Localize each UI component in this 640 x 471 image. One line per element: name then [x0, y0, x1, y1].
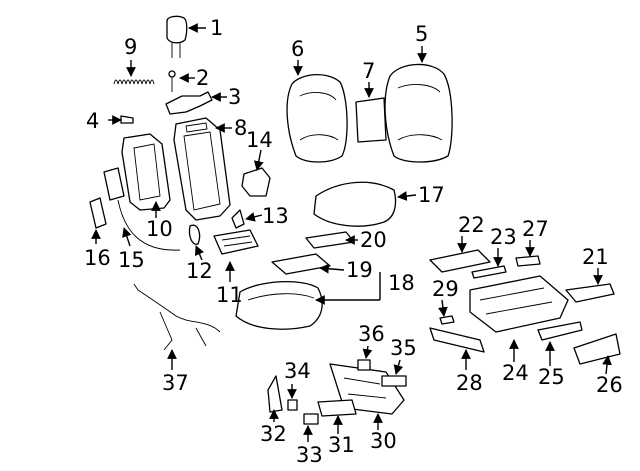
callout-27: 27 — [522, 217, 549, 241]
callout-15: 15 — [118, 248, 145, 272]
callout-31: 31 — [328, 433, 355, 457]
part-seat-frame-24 — [469, 275, 569, 333]
callout-4: 4 — [86, 109, 99, 133]
part-pad-7 — [355, 97, 387, 143]
part-clip-12 — [188, 224, 201, 245]
callout-9: 9 — [124, 35, 137, 59]
callout-16: 16 — [84, 246, 111, 270]
part-seatback-cover-5 — [384, 63, 453, 163]
callout-14: 14 — [246, 128, 273, 152]
part-seatback-frame — [173, 117, 231, 221]
part-switch-35 — [381, 375, 407, 387]
callout-3: 3 — [228, 85, 241, 109]
callout-32: 32 — [260, 422, 287, 446]
callout-23: 23 — [490, 225, 517, 249]
part-block-27 — [515, 255, 541, 267]
part-headrest — [166, 15, 188, 58]
part-switch-33 — [303, 413, 319, 425]
callout-6: 6 — [291, 37, 304, 61]
part-bolt — [168, 70, 176, 92]
part-track-22 — [429, 249, 491, 273]
callout-35: 35 — [390, 336, 417, 360]
part-pad-19 — [271, 253, 331, 275]
part-pad-15 — [103, 167, 181, 251]
part-rail-23 — [471, 265, 507, 279]
callout-labels: 1 2 3 4 5 6 7 8 9 10 11 12 13 14 15 16 1… — [84, 16, 623, 467]
callout-34: 34 — [284, 359, 311, 383]
callout-18: 18 — [388, 271, 415, 295]
part-trim-32 — [267, 375, 283, 413]
part-seatback-cover-6 — [286, 74, 348, 163]
callout-30: 30 — [370, 429, 397, 453]
callout-21: 21 — [582, 245, 609, 269]
part-rail-28 — [429, 327, 485, 353]
callout-13: 13 — [262, 204, 289, 228]
callout-37: 37 — [162, 371, 189, 395]
part-shim-29 — [439, 315, 455, 325]
part-bracket-21 — [565, 283, 615, 303]
callout-2: 2 — [196, 66, 209, 90]
part-trim-16 — [89, 197, 107, 229]
callout-22: 22 — [458, 213, 485, 237]
callout-7: 7 — [362, 59, 375, 83]
callout-29: 29 — [432, 277, 459, 301]
part-spring — [113, 79, 155, 85]
part-cover-26 — [573, 333, 621, 365]
callout-8: 8 — [234, 116, 247, 140]
callout-12: 12 — [186, 259, 213, 283]
callout-24: 24 — [502, 361, 529, 385]
callout-10: 10 — [146, 217, 173, 241]
callout-20: 20 — [360, 228, 387, 252]
part-seatback-panel — [121, 133, 171, 211]
part-clip-13 — [231, 209, 245, 229]
part-cushion-18 — [235, 280, 323, 330]
callout-19: 19 — [346, 258, 373, 282]
callout-25: 25 — [538, 365, 565, 389]
callout-11: 11 — [216, 283, 243, 307]
part-clip-34 — [287, 399, 298, 411]
part-switch-36 — [357, 359, 371, 371]
callout-17: 17 — [418, 183, 445, 207]
leader-lines — [91, 23, 612, 442]
callout-33: 33 — [296, 443, 323, 467]
part-bezel-31 — [317, 399, 357, 417]
callout-5: 5 — [415, 22, 428, 46]
part-rail-25 — [537, 321, 583, 341]
callout-36: 36 — [358, 322, 385, 346]
callout-26: 26 — [596, 373, 623, 397]
part-bracket-3 — [165, 91, 213, 115]
callout-28: 28 — [456, 371, 483, 395]
part-pin — [120, 115, 134, 124]
part-switch-11 — [213, 229, 259, 255]
callout-1: 1 — [210, 16, 223, 40]
part-bracket-14 — [241, 167, 271, 197]
part-wiring-37 — [133, 283, 221, 351]
part-cushion-cover-17 — [313, 181, 397, 227]
